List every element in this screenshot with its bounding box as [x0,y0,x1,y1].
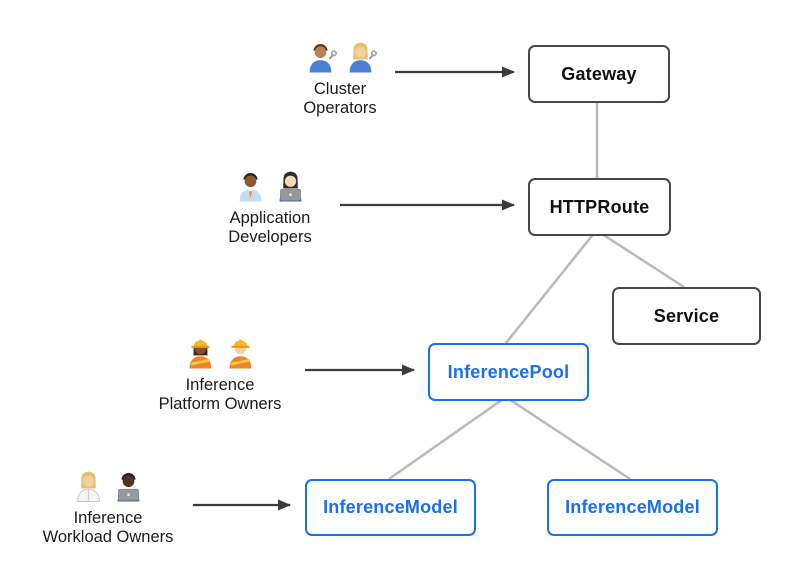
node-inferencemodel-left: InferenceModel [305,479,476,536]
construction-workers-pair-icon [183,334,258,370]
man-mechanic-icon [309,44,337,73]
node-httproute: HTTPRoute [528,178,671,236]
woman-mechanic-icon [349,42,377,73]
node-inferencepool: InferencePool [428,343,589,401]
actor-cluster-operators: Cluster Operators [255,38,425,119]
actor-inference-platform-owners-label: Inference Platform Owners [158,376,282,414]
node-gateway: Gateway [528,45,670,103]
node-inferencemodel-right-label: InferenceModel [565,497,700,517]
node-inferencepool-label: InferencePool [447,361,570,382]
actor-cluster-operators-label: Cluster Operators [303,80,377,118]
actor-inference-workload-owners: Inference Workload Owners [23,467,193,548]
man-office-worker-icon [239,173,261,202]
developers-pair-icon [233,167,308,203]
mechanics-pair-icon [303,38,378,74]
edge-inferencepool-inferencemodel-left [388,395,507,481]
edge-httproute-inferencepool [505,231,596,344]
actor-inference-workload-owners-label: Inference Workload Owners [42,509,174,547]
man-technologist-icon [117,473,139,502]
actor-application-developers: Application Developers [185,167,355,248]
node-inferencemodel-right: InferenceModel [547,479,718,536]
man-construction-worker-icon [229,339,251,369]
node-inferencemodel-left-label: InferenceModel [323,497,458,517]
actor-application-developers-label: Application Developers [228,209,312,247]
node-service-label: Service [653,305,720,326]
actor-inference-platform-owners: Inference Platform Owners [135,334,305,415]
edge-httproute-service [598,230,685,289]
edge-inferencepool-inferencemodel-right [505,395,631,481]
node-gateway-label: Gateway [561,63,637,84]
woman-construction-worker-icon [189,339,211,369]
node-httproute-label: HTTPRoute [549,196,650,217]
health-worker-icon [76,471,100,503]
node-service: Service [612,287,761,345]
workload-owners-pair-icon [71,467,146,503]
woman-technologist-icon [279,171,301,202]
